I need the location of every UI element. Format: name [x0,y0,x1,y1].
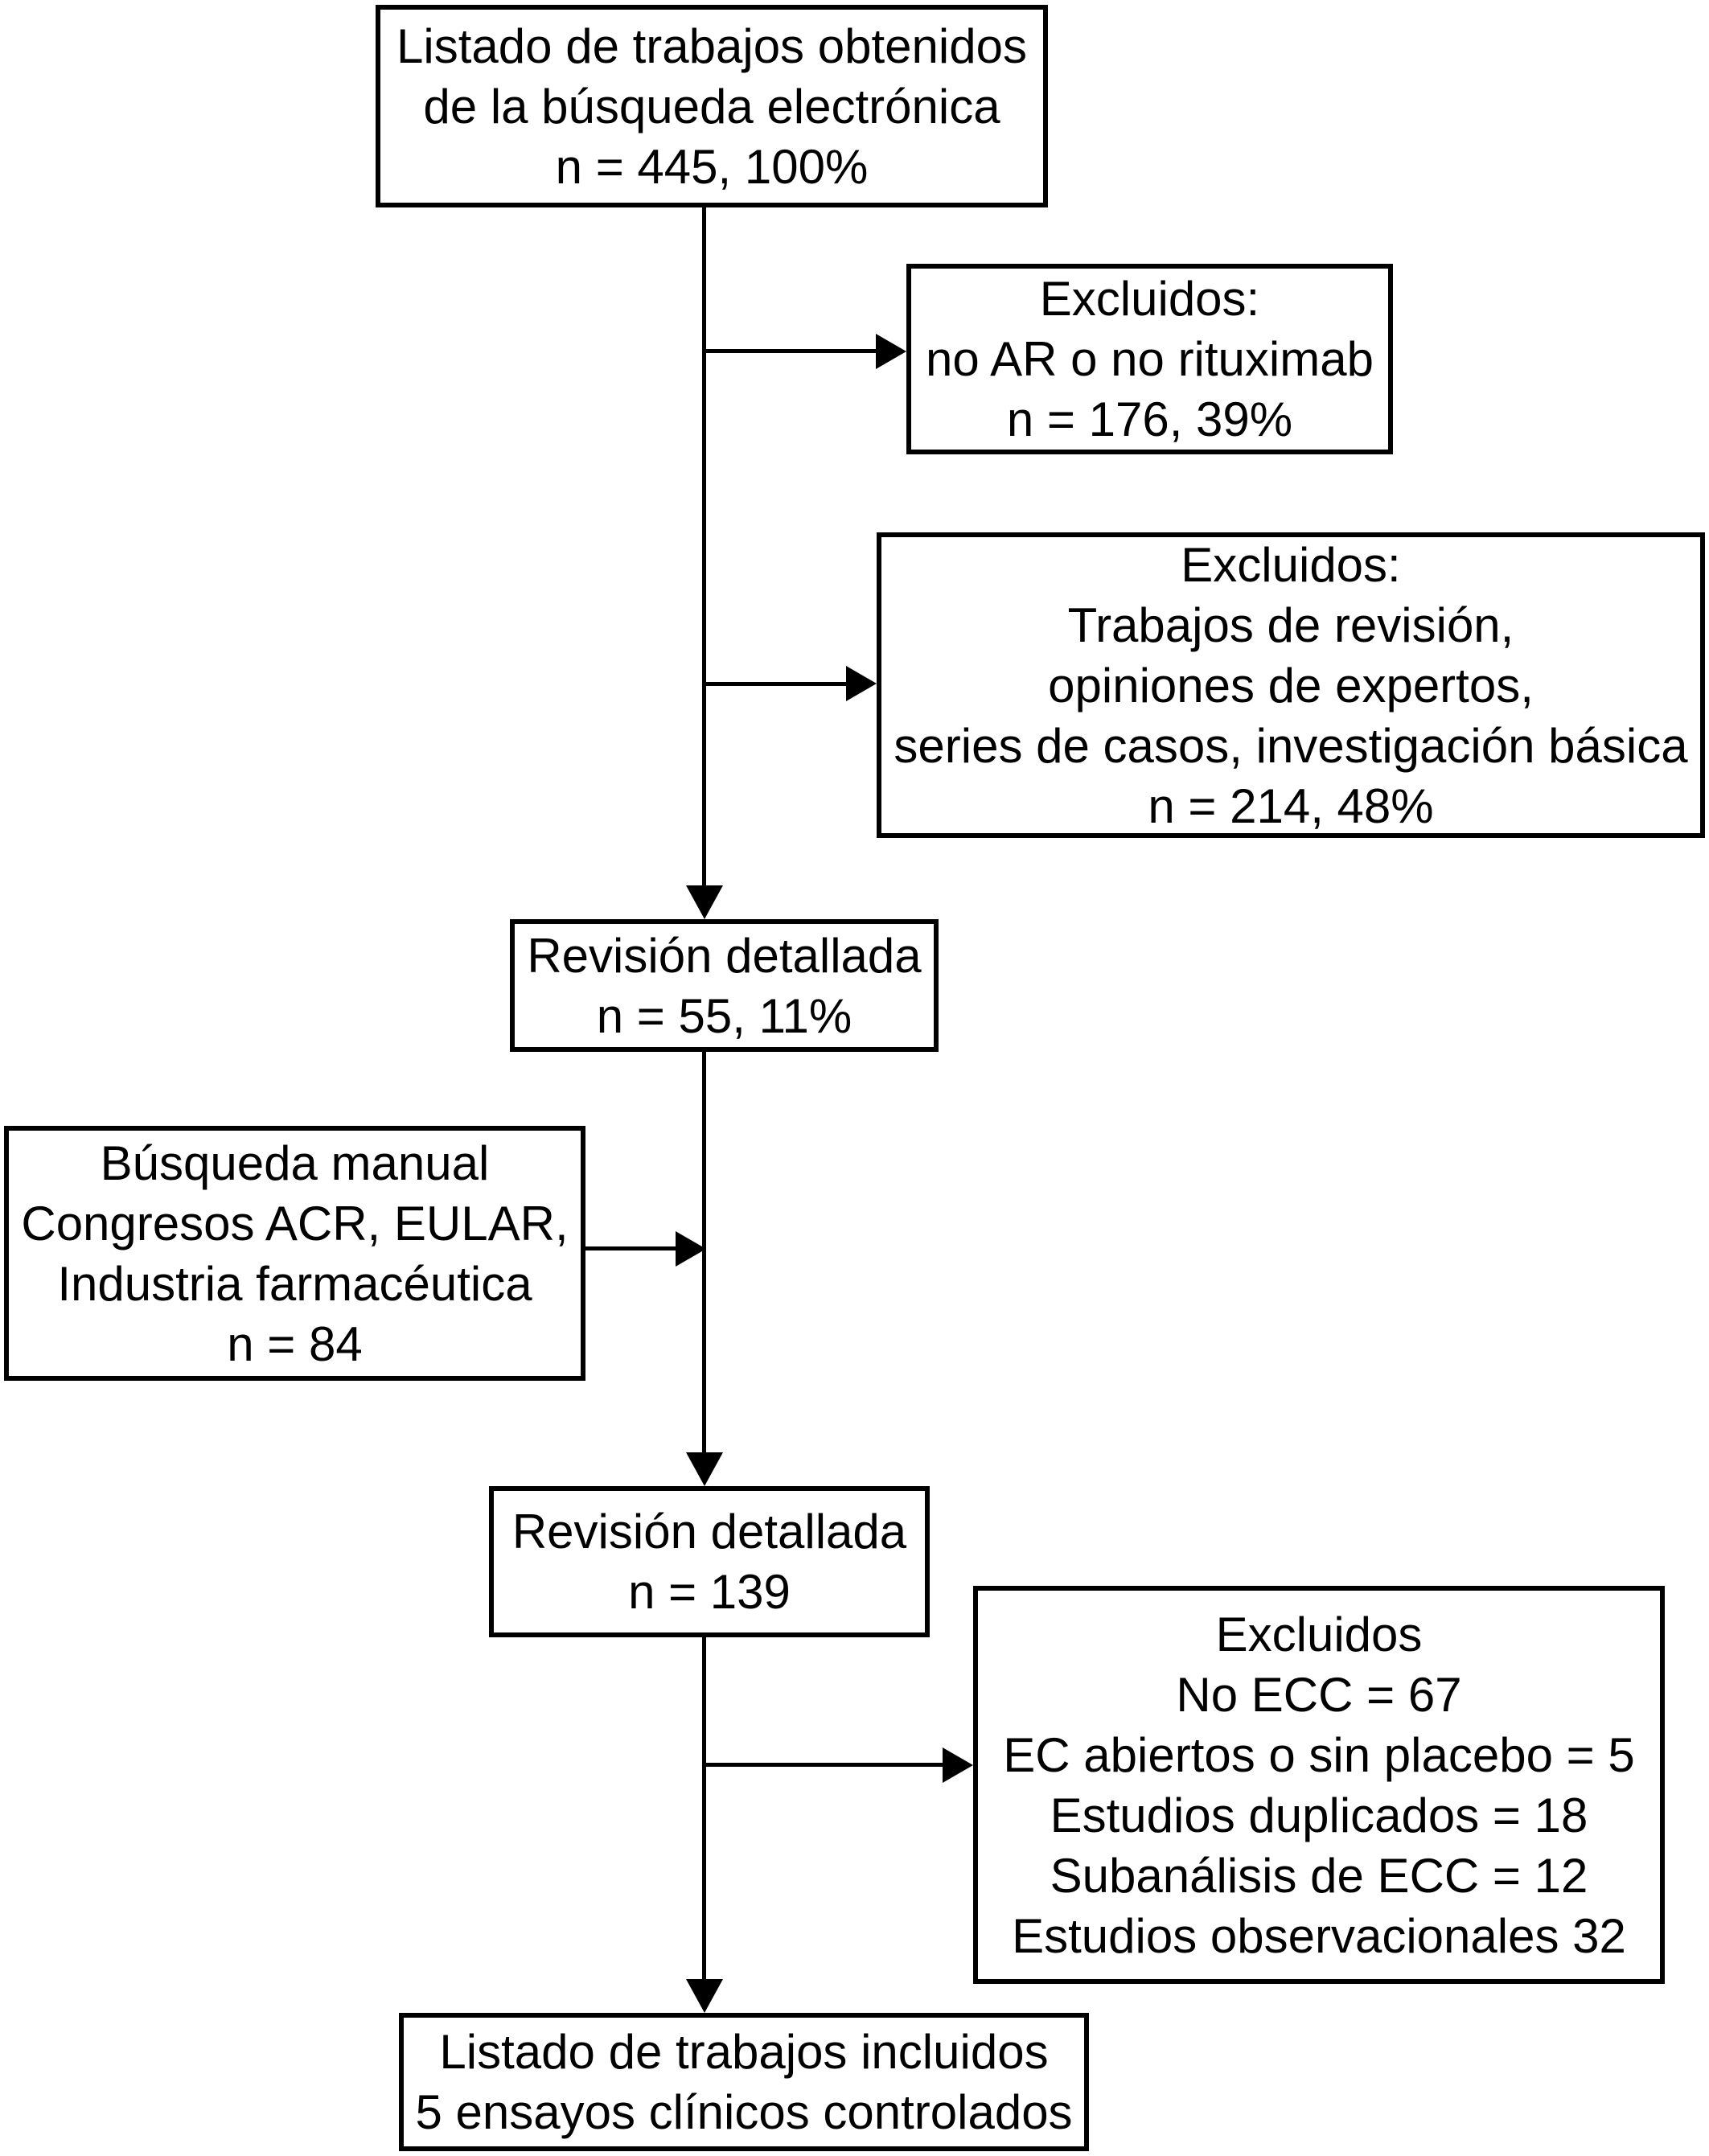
arrowhead-into-excluded-electronic [876,334,906,369]
box-excluded-final-line-3: EC abiertos o sin placebo = 5 [1003,1727,1635,1782]
box-detailed-review-second-line-2: n = 139 [628,1565,791,1619]
box-manual-search: Búsqueda manual Congresos ACR, EULAR, In… [4,1126,585,1381]
box-excluded-final-line-4: Estudios duplicados = 18 [1050,1788,1588,1842]
box-manual-search-line-4: n = 84 [227,1316,363,1371]
connector-spine-bottom [702,1637,706,1982]
box-excluded-review-types: Excluidos: Trabajos de revisión, opinion… [877,532,1705,838]
box-electronic-search-line-1: Listado de trabajos obtenidos [396,18,1027,73]
arrowhead-into-excluded-final [943,1747,973,1783]
arrowhead-into-detailed-review-second [686,1452,723,1486]
box-excluded-electronic: Excluidos: no AR o no rituximab n = 176,… [906,264,1393,454]
connector-spine-top [702,207,706,890]
connector-branch-manual-search [585,1246,678,1250]
box-excluded-final-line-6: Estudios observacionales 32 [1012,1908,1626,1963]
connector-branch-excluded-review-types [705,682,848,686]
box-excluded-review-types-line-2: Trabajos de revisión, [1067,598,1514,652]
box-excluded-review-types-line-1: Excluidos: [1181,537,1401,592]
box-manual-search-line-3: Industria farmacéutica [57,1256,532,1311]
box-excluded-final-line-1: Excluidos [1215,1607,1423,1661]
box-manual-search-line-2: Congresos ACR, EULAR, [21,1196,569,1250]
box-manual-search-line-1: Búsqueda manual [100,1135,490,1190]
box-electronic-search: Listado de trabajos obtenidos de la búsq… [376,5,1048,207]
arrowhead-into-excluded-review-types [846,666,877,701]
box-electronic-search-line-3: n = 445, 100% [555,139,869,194]
box-included-studies: Listado de trabajos incluidos 5 ensayos … [399,2013,1089,2151]
box-detailed-review-second-line-1: Revisión detallada [511,1505,907,1558]
arrowhead-manual-search-into-spine [676,1231,706,1267]
box-excluded-review-types-line-3: opiniones de expertos, [1048,658,1534,713]
box-excluded-review-types-line-4: series de casos, investigación básica [894,718,1688,773]
box-detailed-review-first-line-1: Revisión detallada [527,928,922,983]
box-excluded-electronic-line-2: no AR o no rituximab [926,332,1374,386]
box-electronic-search-line-2: de la búsqueda electrónica [423,79,1000,133]
box-included-studies-line-2: 5 ensayos clínicos controlados [415,2085,1073,2139]
connector-branch-excluded-electronic [705,349,877,353]
box-excluded-electronic-line-1: Excluidos: [1039,272,1260,326]
box-excluded-final-line-2: No ECC = 67 [1176,1667,1462,1722]
box-included-studies-line-1: Listado de trabajos incluidos [439,2025,1049,2079]
connector-branch-excluded-final [705,1763,944,1767]
box-detailed-review-first: Revisión detallada n = 55, 11% [510,919,939,1052]
box-detailed-review-first-line-2: n = 55, 11% [596,988,852,1043]
box-excluded-final-line-5: Subanálisis de ECC = 12 [1050,1848,1588,1903]
arrowhead-into-included-studies [686,1979,723,2013]
box-detailed-review-second: Revisión detallada n = 139 [489,1486,930,1637]
box-excluded-final: Excluidos No ECC = 67 EC abiertos o sin … [973,1586,1665,1984]
box-excluded-review-types-line-5: n = 214, 48% [1148,778,1434,833]
arrowhead-into-detailed-review-first [686,885,723,919]
box-excluded-electronic-line-3: n = 176, 39% [1006,392,1293,446]
